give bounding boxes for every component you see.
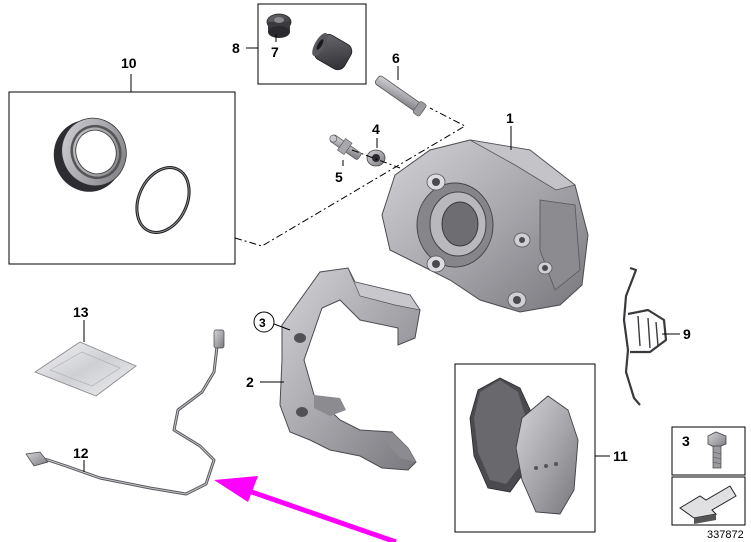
kit-box-11: 11: [454, 363, 628, 533]
callout-4: 4: [372, 121, 380, 137]
bleed-cap-icon: [366, 149, 386, 167]
kit-11-frame: [454, 363, 596, 533]
callout-10: 10: [121, 55, 137, 71]
piston-seal-icon: [53, 117, 127, 192]
callout-2: 2: [246, 374, 254, 390]
callout-3-circle: [253, 311, 275, 333]
bleed-screw-icon: [329, 134, 362, 160]
callout-6: 6: [392, 50, 400, 66]
wear-sensor-icon: [25, 329, 225, 496]
kit-8-frame: [257, 3, 367, 85]
guide-sleeve-icon: [312, 32, 353, 71]
brake-caliper-icon: [381, 139, 589, 313]
pointer-arrow-icon: [679, 485, 737, 524]
brake-pad-set-icon: [469, 377, 579, 515]
callout-5: 5: [335, 169, 343, 185]
callout-12: 12: [73, 445, 89, 461]
anti-rattle-spring-icon: [622, 266, 668, 406]
diagram-reference-number: 337872: [707, 529, 744, 541]
callout-9: 9: [683, 326, 691, 342]
callout-3-legend: 3: [682, 433, 690, 449]
kit-box-10: 10: [8, 55, 236, 265]
bolt-legend-box: 3: [671, 426, 746, 476]
o-ring-icon: [135, 166, 191, 234]
callout-1: 1: [506, 110, 514, 126]
callout-3: 3: [259, 316, 266, 330]
caliper-carrier-icon: [279, 267, 421, 471]
arrow-legend-box: [671, 476, 746, 526]
hex-bolt-icon: [707, 431, 727, 469]
arrow-legend-frame: [671, 476, 746, 526]
callout-8: 8: [232, 40, 240, 56]
assembly-line-b: [351, 149, 401, 169]
callout-11: 11: [613, 448, 628, 464]
callout-13: 13: [73, 304, 89, 320]
leader-3: [273, 323, 291, 331]
callout-7: 7: [271, 44, 279, 60]
guide-pin-icon: [374, 75, 427, 117]
grease-sachet-icon: [34, 341, 137, 397]
kit-box-8: 8 7: [232, 3, 367, 85]
highlight-arrow-icon: [214, 476, 397, 542]
assembly-line-a: [234, 107, 467, 247]
bolt-legend-frame: [671, 426, 746, 476]
kit-10-frame: [8, 91, 236, 265]
dust-cap-icon: [266, 13, 292, 38]
